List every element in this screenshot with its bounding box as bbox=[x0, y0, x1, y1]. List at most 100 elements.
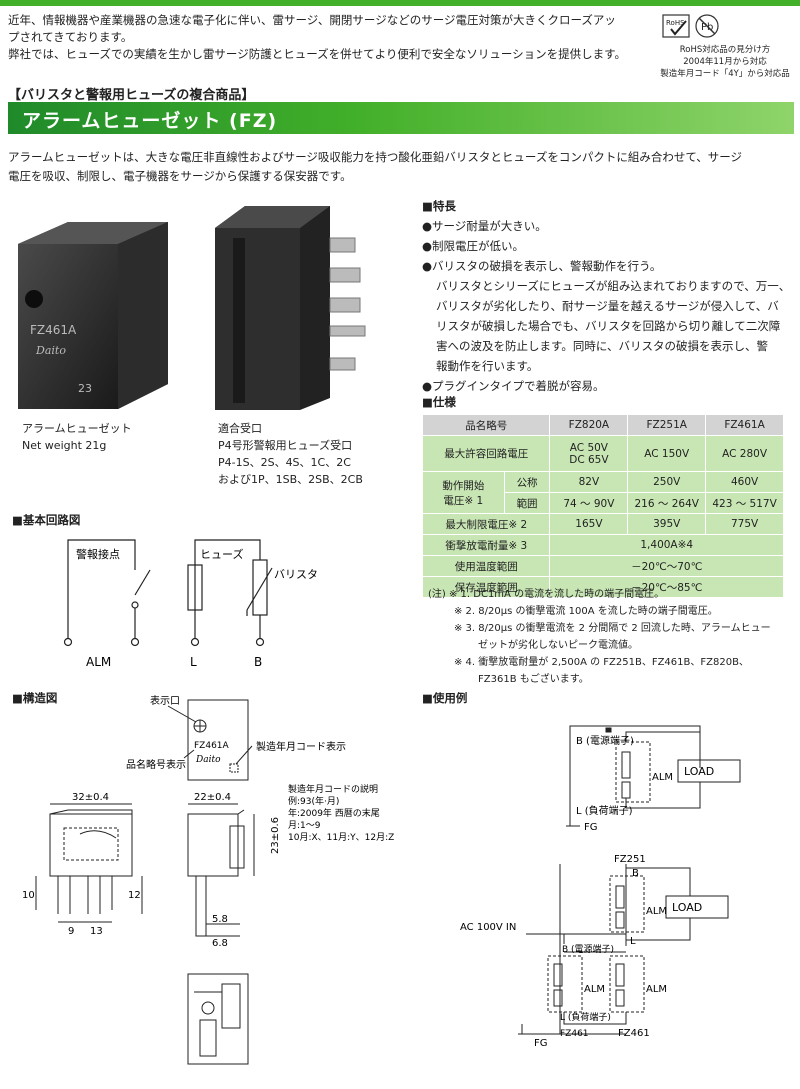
dimension-width-front: 32±0.4 bbox=[72, 792, 109, 803]
table-cell: －20℃～85℃ bbox=[549, 576, 784, 598]
caption-line: アラームヒューゼット bbox=[22, 422, 132, 435]
usage-b-label: B bbox=[632, 868, 639, 879]
code-explain-line: 例:93(年·月) bbox=[288, 795, 339, 807]
caption-line: および1P、1SB、2SB、2CB bbox=[218, 473, 363, 486]
table-cell: 最大許容回路電圧 bbox=[421, 435, 551, 472]
name-code-label: 品名略号表示 bbox=[126, 758, 186, 771]
table-cell: 74 ～ 90V bbox=[549, 492, 629, 514]
dimension-6-8: 6.8 bbox=[212, 938, 228, 949]
note-line: ※ 3. 8/20μs の衝撃電流を 2 分間隔で 2 回流した時、アラームヒュ… bbox=[454, 623, 771, 634]
dimension-height: 23±0.6 bbox=[270, 817, 281, 854]
usage-alm-label: ALM bbox=[652, 772, 673, 783]
product-description: アラームヒューゼットは、大きな電圧非直線性およびサージ吸収能力を持つ酸化亜鉛バリ… bbox=[8, 148, 794, 186]
usage-fz461-right-label: FZ461 bbox=[618, 1028, 650, 1039]
rohs-note-line: 2004年11月から対応 bbox=[683, 57, 767, 67]
note-line: ゼットが劣化しないピーク電流値。 bbox=[478, 640, 638, 651]
table-cell: 動作開始電圧※ 1 bbox=[422, 471, 505, 514]
feature-item: ●バリスタの破損を表示し、警報動作を行う。 bbox=[422, 259, 662, 273]
feature-subtext: バリスタが劣化したり、耐サージ量を越えるサージが侵入して、バ bbox=[436, 299, 779, 313]
caption-line: P4-1S、2S、4S、1C、2C bbox=[218, 456, 351, 469]
dimension-5-8: 5.8 bbox=[212, 914, 228, 925]
code-explain-line: 10月:X、11月:Y、12月:Z bbox=[288, 832, 394, 843]
table-cell: 1,400A※4 bbox=[549, 534, 784, 556]
table-cell: 82V bbox=[549, 471, 629, 493]
usage-heading: ■使用例 bbox=[422, 691, 468, 705]
code-explain-line: 年:2009年 西暦の末尾 bbox=[288, 807, 380, 819]
table-header: FZ461A bbox=[705, 414, 784, 436]
cell-line: AC 50V bbox=[569, 441, 608, 454]
structure-drawing: 表示口 FZ461A Daito 製造年月コード表示 品名略号表示 製造年月コー… bbox=[22, 694, 394, 1065]
usage-l-label: L bbox=[630, 936, 636, 947]
intro-line: 弊社では、ヒューズでの実績を生かし雷サージ防護とヒューズを併せてより便利で安全な… bbox=[8, 47, 627, 61]
note-line: FZ361B もございます。 bbox=[478, 674, 589, 685]
drawing-brand-label: Daito bbox=[195, 755, 221, 765]
table-header: FZ251A bbox=[627, 414, 707, 436]
table-cell: 460V bbox=[705, 471, 784, 493]
title-bar bbox=[8, 102, 794, 134]
table-cell: 最大制限電圧※ 2 bbox=[421, 513, 551, 535]
table-cell: 公称 bbox=[503, 471, 551, 493]
product-title: アラームヒューゼット (FZ) bbox=[22, 110, 278, 132]
note-line: ※ 4. 衝撃放電耐量が 2,500A の FZ251B、FZ461B、FZ82… bbox=[454, 657, 749, 668]
dimension-13: 13 bbox=[90, 926, 103, 937]
usage-fz251-label: FZ251 bbox=[614, 854, 646, 865]
table-cell: 423 ～ 517V bbox=[705, 492, 784, 514]
table-row: 衝撃放電耐量※ 3 1,400A※4 bbox=[421, 534, 784, 556]
photo-caption-socket: 適合受口 P4号形警報用ヒューズ受口 P4-1S、2S、4S、1C、2C および… bbox=[218, 420, 363, 488]
usage-load-box: LOAD bbox=[684, 765, 714, 778]
usage-ac-in-label: AC 100V IN bbox=[460, 922, 516, 933]
feature-subtext: リスタが破損した場合でも、バリスタを回路から切り離して二次障 bbox=[436, 319, 781, 333]
table-cell: AC 280V bbox=[705, 435, 784, 472]
caption-line: 適合受口 bbox=[218, 422, 262, 435]
dimension-width-side: 22±0.4 bbox=[194, 792, 231, 803]
code-explain-line: 月:1～9 bbox=[288, 820, 321, 831]
intro-line: プされてきております。 bbox=[8, 30, 133, 44]
rohs-note: RoHS対応品の見分け方 2004年11月から対応 製造年月コード「4Y」から対… bbox=[655, 44, 795, 80]
rohs-badges: RoHS Pb bbox=[662, 14, 719, 38]
photo-brand-label: Daito bbox=[35, 344, 66, 357]
caption-line: P4号形警報用ヒューズ受口 bbox=[218, 439, 353, 452]
note-line: ※ 2. 8/20μs の衝撃電流 100A を流した時の端子間電圧。 bbox=[454, 606, 718, 617]
usage-diagram: B (電源端子) ALM L (負荷端子) LOAD FG FZ251 B AL… bbox=[460, 725, 741, 1048]
usage-fg-label: FG bbox=[584, 822, 598, 833]
table-cell: 216 ～ 264V bbox=[627, 492, 707, 514]
product-photo-front: FZ461A Daito 23 bbox=[18, 222, 168, 409]
table-header: FZ820A bbox=[549, 414, 629, 436]
rohs-badge-text: RoHS bbox=[666, 19, 685, 27]
dimension-9: 9 bbox=[68, 926, 74, 937]
feature-item: ●プラグインタイプで着脱が容易。 bbox=[422, 379, 605, 393]
feature-subtext: 報動作を行います。 bbox=[436, 359, 539, 373]
category-heading: 【バリスタと警報用ヒューズの複合商品】 bbox=[8, 88, 255, 103]
rohs-note-line: RoHS対応品の見分け方 bbox=[679, 45, 771, 55]
cell-line: 電圧※ 1 bbox=[443, 494, 484, 507]
features-section: ■特長 ●サージ耐量が大きい。 ●制限電圧が低い。 ●バリスタの破損を表示し、警… bbox=[422, 196, 792, 396]
usage-l-load2-label: L (負荷端子) bbox=[560, 1011, 611, 1023]
feature-item: ●サージ耐量が大きい。 bbox=[422, 219, 547, 233]
table-header: 品名略号 bbox=[421, 414, 551, 436]
table-row: 品名略号 FZ820A FZ251A FZ461A bbox=[421, 414, 784, 436]
table-row: 使用温度範囲 －20℃～70℃ bbox=[421, 555, 784, 577]
fuse-label: ヒューズ bbox=[200, 547, 243, 561]
pb-badge-text: Pb bbox=[701, 22, 713, 33]
spec-notes: (注) ※ 1. DC1mA の電流を流した時の端子間電圧。 ※ 2. 8/20… bbox=[428, 586, 794, 688]
photo-number-label: 23 bbox=[78, 382, 92, 395]
rohs-note-line: 製造年月コード「4Y」から対応品 bbox=[660, 69, 790, 79]
varistor-label: バリスタ bbox=[274, 568, 318, 581]
terminal-l-label: L bbox=[190, 655, 197, 669]
feature-subtext: バリスタとシリーズにヒューズが組み込まれておりますので、万一、 bbox=[436, 279, 791, 293]
intro-line: 近年、情報機器や産業機器の急速な電子化に伴い、雷サージ、開閉サージなどのサージ電… bbox=[8, 13, 616, 27]
usage-b-power-label: B (電源端子) bbox=[576, 734, 634, 747]
intro-paragraph: 近年、情報機器や産業機器の急速な電子化に伴い、雷サージ、開閉サージなどのサージ電… bbox=[8, 12, 648, 63]
terminal-b-label: B bbox=[254, 655, 262, 669]
basic-circuit-diagram: 警報接点 ヒューズ バリスタ ALM L B bbox=[63, 539, 318, 669]
cell-line: DC 65V bbox=[569, 453, 609, 466]
table-row: 範囲 74 ～ 90V 216 ～ 264V 423 ～ 517V bbox=[423, 492, 784, 514]
table-cell: －20℃～70℃ bbox=[549, 555, 784, 577]
table-cell: 使用温度範囲 bbox=[421, 555, 551, 577]
usage-load2-box: LOAD bbox=[672, 901, 702, 914]
usage-l-load-label: L (負荷端子) bbox=[576, 804, 633, 817]
table-cell: 395V bbox=[627, 513, 707, 535]
photo-model-label: FZ461A bbox=[30, 323, 77, 337]
table-cell: 165V bbox=[549, 513, 629, 535]
